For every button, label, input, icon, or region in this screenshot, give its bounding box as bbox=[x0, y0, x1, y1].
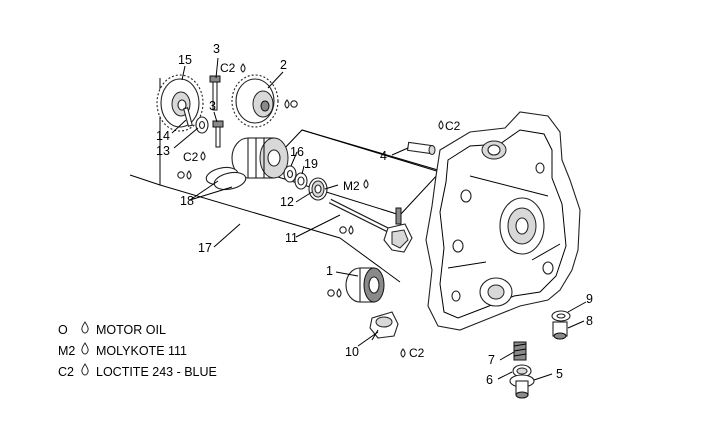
droplet-icon bbox=[363, 179, 369, 189]
oil-circle-icon bbox=[327, 289, 335, 297]
callout-19: 19 bbox=[304, 157, 318, 171]
callout-16: 16 bbox=[290, 145, 304, 159]
lube-label-c2: C2 bbox=[409, 346, 425, 360]
seal-16 bbox=[283, 165, 297, 183]
legend-description: MOTOR OIL bbox=[96, 323, 166, 337]
fitting-10 bbox=[369, 311, 399, 341]
bearing-12 bbox=[308, 177, 328, 201]
oil-circle-icon bbox=[290, 100, 298, 108]
legend-code: O bbox=[58, 323, 68, 337]
callout-15: 15 bbox=[178, 53, 192, 67]
callout-10: 10 bbox=[345, 345, 359, 359]
droplet-icons bbox=[186, 63, 444, 358]
legend-description: LOCTITE 243 - BLUE bbox=[96, 365, 217, 379]
lube-label-c2: C2 bbox=[445, 119, 461, 133]
screw-3-upper bbox=[209, 75, 221, 111]
droplet-icon bbox=[186, 170, 192, 180]
plug-5 bbox=[509, 374, 535, 399]
droplet-icon bbox=[438, 120, 444, 130]
droplet-icon bbox=[400, 348, 406, 358]
shaft-11 bbox=[328, 198, 413, 253]
callout-17: 17 bbox=[198, 241, 212, 255]
callout-6: 6 bbox=[486, 373, 493, 387]
legend-row-motor-oil: O MOTOR OIL bbox=[58, 321, 166, 337]
callout-1: 1 bbox=[326, 264, 333, 278]
leader-lines bbox=[171, 57, 587, 381]
washer-6 bbox=[512, 364, 532, 378]
lube-label-c2: C2 bbox=[183, 150, 199, 164]
o-rings-18 bbox=[205, 166, 247, 191]
droplet-icon bbox=[348, 225, 354, 235]
droplet-icon bbox=[200, 151, 206, 161]
callout-9: 9 bbox=[586, 292, 593, 306]
callout-3: 3 bbox=[213, 42, 220, 56]
washer-9 bbox=[551, 310, 571, 322]
droplet-icon bbox=[80, 342, 96, 358]
droplet-icon bbox=[240, 63, 246, 73]
pump-body bbox=[231, 137, 289, 179]
lube-label-c2: C2 bbox=[220, 61, 236, 75]
plug-8 bbox=[552, 321, 568, 340]
bearing-1 bbox=[345, 267, 385, 303]
callout-12: 12 bbox=[280, 195, 294, 209]
callout-18: 18 bbox=[180, 194, 194, 208]
gear-2 bbox=[231, 74, 279, 128]
dowel-4 bbox=[406, 141, 436, 155]
callout-13: 13 bbox=[156, 144, 170, 158]
callout-2: 2 bbox=[280, 58, 287, 72]
callout-11: 11 bbox=[285, 231, 298, 245]
crankcase-half bbox=[425, 111, 581, 331]
droplet-icon bbox=[336, 288, 342, 298]
legend-code: M2 bbox=[58, 344, 76, 358]
callout-5: 5 bbox=[556, 367, 563, 381]
droplet-icon bbox=[80, 363, 96, 379]
seal-19 bbox=[294, 172, 308, 190]
callout-4: 4 bbox=[380, 149, 387, 163]
droplet-icon bbox=[284, 99, 290, 109]
droplet-icon bbox=[80, 321, 96, 337]
washer-13 bbox=[195, 116, 209, 134]
oil-circle-icons bbox=[177, 100, 347, 297]
oil-circle-icon bbox=[339, 226, 347, 234]
callout-8: 8 bbox=[586, 314, 593, 328]
lube-label-m2: M2 bbox=[343, 179, 360, 193]
legend-description: MOLYKOTE 111 bbox=[96, 344, 188, 358]
legend-row-molykote: M2 MOLYKOTE 111 bbox=[58, 342, 187, 358]
spring-7 bbox=[513, 341, 527, 361]
legend-row-loctite: C2 LOCTITE 243 - BLUE bbox=[58, 363, 217, 379]
oil-circle-icon bbox=[177, 171, 185, 179]
screw-3-lower bbox=[212, 120, 224, 148]
pin-14 bbox=[183, 107, 193, 127]
legend-code: C2 bbox=[58, 365, 74, 379]
callout-14: 14 bbox=[156, 129, 170, 143]
callout-3: 3 bbox=[209, 99, 216, 113]
callout-7: 7 bbox=[488, 353, 495, 367]
